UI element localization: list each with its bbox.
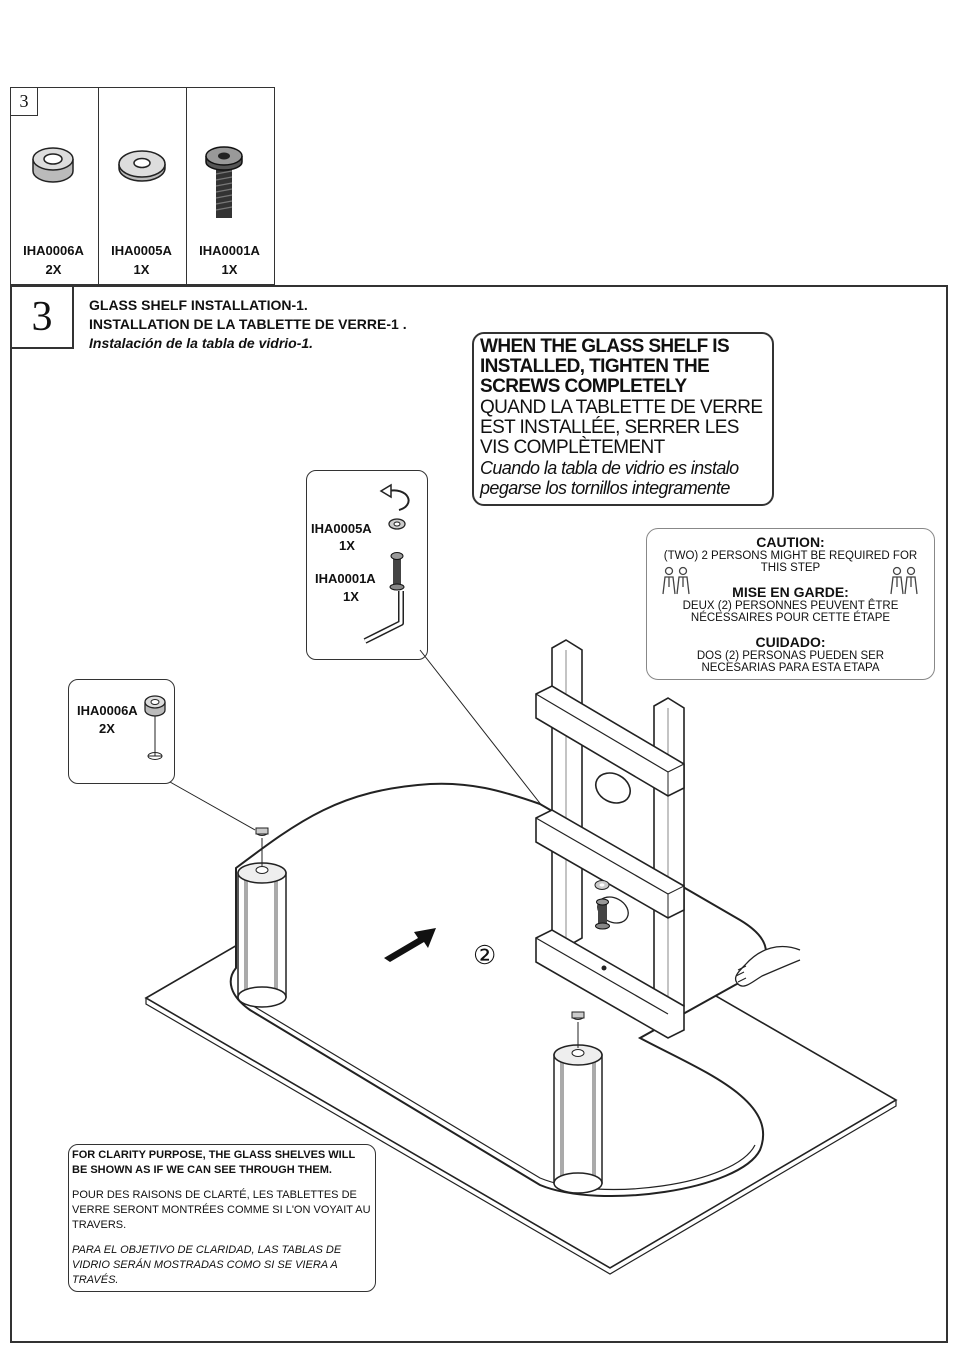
callout-code-bolt: IHA0001A [315, 571, 376, 586]
caution-heading-en: CAUTION: [756, 534, 825, 550]
spacer-callout: IHA0006A 2X [68, 679, 175, 784]
caution-box: CAUTION: (TWO) 2 PERSONS MIGHT BE REQUIR… [646, 528, 935, 680]
spacer-ring-icon [255, 827, 269, 836]
callout-leader-line [169, 781, 256, 831]
bolt-icon [389, 552, 405, 591]
part-qty-1: 2X [45, 262, 62, 277]
part-qty-3: 1X [221, 262, 238, 277]
clarity-note-fr: POUR DES RAISONS DE CLARTÉ, LES TABLETTE… [72, 1189, 371, 1231]
tighten-notice: WHEN THE GLASS SHELF IS INSTALLED, TIGHT… [472, 332, 774, 506]
allen-key-icon [363, 591, 404, 644]
screw-callout: IHA0005A 1X IHA0001A 1X [306, 470, 428, 660]
step-title-es: Instalación de la tabla de vidrio-1. [89, 335, 314, 351]
upright-frame [535, 639, 685, 1039]
callout-code-spacer: IHA0006A [77, 703, 138, 718]
order-marker: ② [473, 940, 497, 970]
callout-qty-spacer: 2X [99, 721, 115, 736]
clarity-note: FOR CLARITY PURPOSE, THE GLASS SHELVES W… [68, 1144, 376, 1292]
washer-icon [388, 518, 406, 530]
spacer-ring-icon [571, 1011, 585, 1020]
parts-step-number: 3 [10, 87, 38, 116]
caution-text-fr: DEUX (2) PERSONNES PEUVENT ÊTRE NÉCESSAI… [682, 600, 899, 624]
part-code-1: IHA0006A [23, 243, 84, 258]
tighten-arrow-icon [379, 483, 410, 511]
bolt-icon [595, 898, 610, 930]
bolt-icon [205, 146, 243, 218]
notice-en: WHEN THE GLASS SHELF IS INSTALLED, TIGHT… [480, 336, 730, 397]
spacer-ring-icon [32, 147, 74, 183]
part-code-2: IHA0005A [111, 243, 172, 258]
washer-icon [118, 150, 166, 182]
hand-icon [734, 945, 801, 987]
caution-text-en: (TWO) 2 PERSONS MIGHT BE REQUIRED FOR TH… [663, 550, 918, 574]
step-number: 3 [10, 285, 74, 349]
callout-qty-bolt: 1X [343, 589, 359, 604]
notice-es: Cuando la tabla de vidrio es instalo peg… [480, 458, 739, 498]
spacer-ring-icon [144, 695, 166, 760]
left-support-post [237, 862, 287, 1008]
part-code-3: IHA0001A [199, 243, 260, 258]
push-arrow-icon [384, 928, 436, 962]
part-cell-2 [98, 87, 187, 285]
notice-fr: QUAND LA TABLETTE DE VERRE EST INSTALLÉE… [480, 397, 763, 458]
caution-heading-fr: MISE EN GARDE: [732, 584, 849, 600]
part-qty-2: 1X [133, 262, 150, 277]
clarity-note-en: FOR CLARITY PURPOSE, THE GLASS SHELVES W… [72, 1149, 355, 1176]
washer-icon [594, 880, 610, 890]
step-title-fr: INSTALLATION DE LA TABLETTE DE VERRE-1 . [89, 316, 407, 332]
caution-heading-es: CUIDADO: [755, 634, 826, 650]
right-support-post [553, 1044, 603, 1194]
callout-code-washer: IHA0005A [311, 521, 372, 536]
clarity-note-es: PARA EL OBJETIVO DE CLARIDAD, LAS TABLAS… [72, 1244, 342, 1286]
part-cell-1 [10, 87, 99, 285]
two-persons-icon [890, 566, 918, 595]
callout-qty-washer: 1X [339, 538, 355, 553]
two-persons-icon [662, 566, 690, 595]
glass-shelf [229, 782, 767, 1198]
caution-text-es: DOS (2) PERSONAS PUEDEN SER NECESARIAS P… [696, 650, 885, 674]
step-title-en: GLASS SHELF INSTALLATION-1. [89, 297, 308, 313]
